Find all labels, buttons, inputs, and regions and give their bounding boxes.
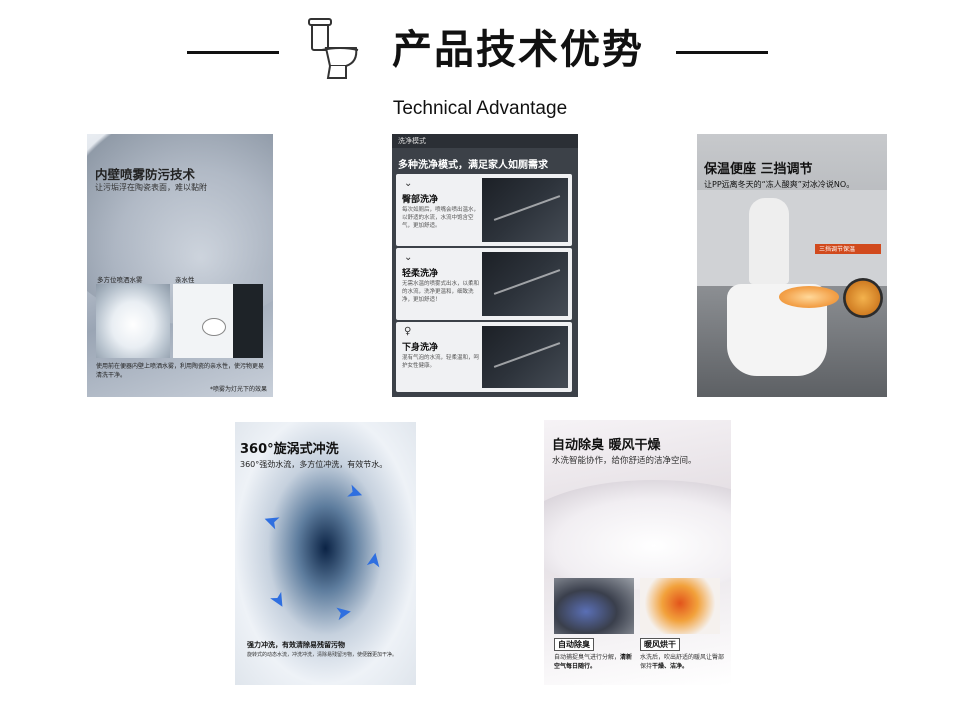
arrow-icon: ➤: [259, 507, 284, 537]
label-spray: 多方位喷洒水雾: [97, 276, 143, 284]
page-subtitle: Technical Advantage: [392, 98, 568, 119]
arrow-icon: ➤: [333, 598, 354, 626]
spray-image: [482, 326, 568, 388]
warm-air-image: [640, 578, 720, 634]
wash-mode-name: 下身洗净: [402, 343, 439, 353]
title-line-right: [676, 51, 768, 54]
hydrophilic-image: [173, 284, 263, 358]
panel-spray-antifouling: 内壁喷雾防污技术 让污垢浮在陶瓷表面，难以黏附 多方位喷洒水雾 亲水性 使用前在…: [87, 134, 273, 397]
arrow-icon: ➤: [343, 477, 368, 507]
feature-desc-bold: 清新空气每日随行。: [554, 654, 633, 670]
feature-desc: 自动捕捉臭气进行分解，清新空气每日随行。: [554, 653, 638, 671]
heated-seat: [779, 286, 839, 308]
temperature-badge: 三挡调节保温: [815, 244, 881, 254]
title-line-left: [187, 51, 279, 54]
deodorize-image: [554, 578, 634, 634]
panel-footnote: *喷雾为灯光下的效果: [209, 386, 267, 393]
droplet-icon: [203, 319, 225, 335]
panel-wash-modes: 洗净模式 多种洗净模式，满足家人如厕需求 ⌄ 臀部洗净 每次如厕后，喷嘴会喷出温…: [392, 134, 578, 397]
panel-body-title: 强力冲洗，有效清除易残留污物: [247, 641, 345, 649]
toilet-lid: [749, 198, 789, 284]
page-title: 产品技术优势: [392, 27, 644, 73]
wash-mode-desc: 每次如厕后，喷嘴会喷出温水，以舒适的水流，水流中饱含空气，更加舒适。: [402, 207, 480, 229]
header: 产品技术优势: [0, 18, 960, 82]
panel-top-label: 洗净模式: [398, 137, 426, 145]
wash-mode-card: ⌄ 轻柔洗净 无需水温的喷雾式出水，以柔和的水流，洗净更温和，细致洗净，更加舒适…: [396, 248, 572, 320]
soft-spray-icon: ⌄: [404, 252, 413, 263]
arrow-icon: ➤: [264, 586, 294, 614]
heating-element-closeup: [843, 278, 883, 318]
wash-mode-card: ♀ 下身洗净 混有气泡的水流，轻柔温和，呵护女性健康。: [396, 322, 572, 392]
feature-desc-bold: 干燥、洁净。: [652, 663, 689, 670]
panel-360-flush: 360°旋涡式冲洗 360°强劲水流，多方位冲洗，有效节水。 ➤ ➤ ➤ ➤ ➤…: [235, 422, 416, 685]
panel-top-bar: 洗净模式: [392, 134, 578, 148]
spray-image: [482, 178, 568, 242]
panel-heading: 自动除臭 暖风干燥: [552, 438, 661, 453]
toilet-icon: [308, 18, 359, 79]
panel-body: 旋转式的动态水流，冲洗冲洗，清除易残留污物，使便器更加干净。: [247, 652, 398, 658]
seat-image: [544, 480, 731, 590]
panel-heading: 内壁喷雾防污技术: [95, 167, 196, 182]
wash-mode-name: 臀部洗净: [402, 195, 439, 205]
panel-heading: 360°旋涡式冲洗: [240, 442, 339, 457]
feature-tag: 暖风烘干: [640, 638, 680, 651]
panel-subheading: 水洗智能协作，给你舒适的洁净空间。: [552, 456, 697, 466]
feature-desc-text: 自动捕捉臭气进行分解，: [554, 654, 621, 661]
feature-tag: 自动除臭: [554, 638, 594, 651]
wash-mode-desc: 混有气泡的水流，轻柔温和，呵护女性健康。: [402, 355, 480, 369]
room-wall: [697, 190, 887, 286]
panel-subheading: 让PP远离冬天的“冻人酸爽”对冰冷说NO。: [704, 180, 855, 189]
nozzle-icon: ⌄: [404, 178, 413, 189]
panel-body: 使用前在便器内壁上喷洒水雾，利用陶瓷的亲水性，使污物更易清洗干净。: [96, 363, 265, 379]
dark-surface: [233, 284, 263, 358]
arrow-icon: ➤: [360, 549, 387, 571]
temperature-badge-label: 三挡调节保温: [819, 246, 856, 253]
feature-desc-text: 水洗后，吹出舒适的暖风让臀部保持: [640, 654, 725, 670]
panel-heading: 多种洗净模式，满足家人如厕需求: [398, 160, 548, 171]
panel-heading: 保温便座 三挡调节: [704, 162, 813, 177]
panel-heated-seat: 保温便座 三挡调节 让PP远离冬天的“冻人酸爽”对冰冷说NO。 三挡调节保温: [697, 134, 887, 397]
bowl-spray-image: [96, 284, 170, 358]
feature-desc: 水洗后，吹出舒适的暖风让臀部保持干燥、洁净。: [640, 653, 726, 671]
bidet-icon: ♀: [404, 326, 412, 337]
wash-mode-card: ⌄ 臀部洗净 每次如厕后，喷嘴会喷出温水，以舒适的水流，水流中饱含空气，更加舒适…: [396, 174, 572, 246]
wash-mode-desc: 无需水温的喷雾式出水，以柔和的水流，洗净更温和，细致洗净，更加舒适！: [402, 281, 480, 303]
spray-image: [482, 252, 568, 316]
wash-mode-name: 轻柔洗净: [402, 269, 439, 279]
panel-deodorize-dry: 自动除臭 暖风干燥 水洗智能协作，给你舒适的洁净空间。 自动除臭 暖风烘干 自动…: [544, 420, 731, 685]
panel-subheading: 让污垢浮在陶瓷表面，难以黏附: [95, 183, 207, 192]
panel-subheading: 360°强劲水流，多方位冲洗，有效节水。: [240, 460, 388, 469]
label-hydrophilic: 亲水性: [175, 276, 195, 284]
